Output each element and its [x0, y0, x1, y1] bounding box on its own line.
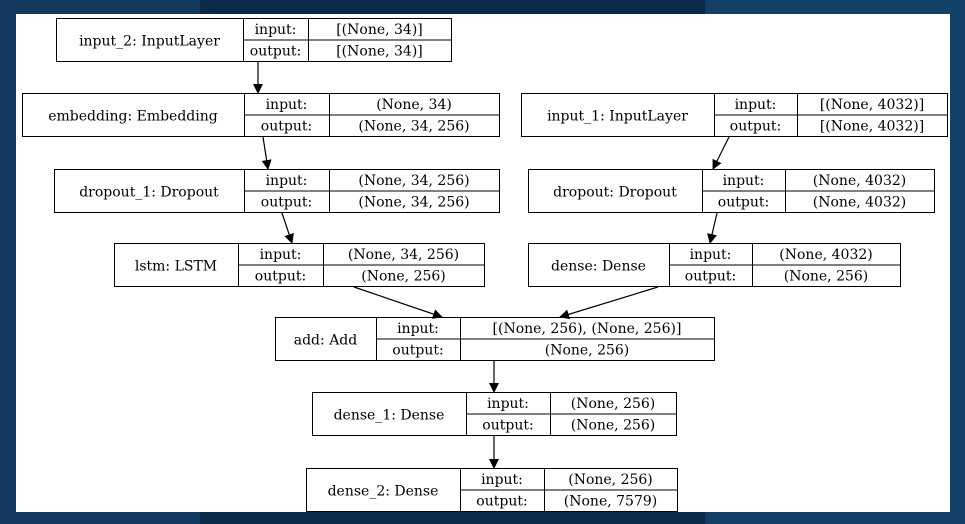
layer-node-input_1: input_1: InputLayer input: output: [(None, … — [521, 93, 948, 141]
input-shape-value: (None, 34) — [376, 97, 452, 113]
output-label: output: — [261, 194, 312, 210]
layer-node-box: dense: Dense input: output: (None, 4032) (No… — [528, 243, 901, 287]
layer-name-label: input_2: InputLayer — [79, 34, 220, 50]
input-shape-value: [(None, 34)] — [336, 22, 423, 38]
layer-node-box: dropout_1: Dropout input: output: (None, 34… — [54, 169, 500, 213]
input-label: input: — [487, 396, 529, 412]
layer-name-label: dense: Dense — [551, 259, 646, 275]
output-label: output: — [261, 118, 312, 134]
output-shape-value: (None, 256) — [545, 342, 630, 358]
output-label: output: — [482, 417, 533, 433]
layer-node-input_2: input_2: InputLayer input: output: [(None, … — [56, 18, 452, 66]
layer-node-box: embedding: Embedding input: output: (None, … — [22, 93, 500, 137]
input-label: input: — [690, 247, 732, 263]
layer-name-label: embedding: Embedding — [48, 109, 218, 125]
input-shape-value: [(None, 256), (None, 256)] — [493, 321, 682, 337]
layer-node-dense_1: dense_1: Dense input: output: (None, 256) (N… — [312, 392, 677, 440]
output-shape-value: [(None, 34)] — [336, 43, 423, 59]
output-shape-value: (None, 256) — [784, 268, 869, 284]
edge-embedding-to-dropout_1 — [261, 136, 272, 170]
edges-layer — [253, 62, 730, 469]
output-shape-value: (None, 7579) — [564, 493, 657, 509]
output-label: output: — [255, 268, 306, 284]
output-shape-value: (None, 34, 256) — [358, 194, 469, 210]
layer-node-box: dropout: Dropout input: output: (None, 4032… — [528, 169, 935, 213]
layer-node-dense: dense: Dense input: output: (None, 4032) (No… — [528, 243, 901, 291]
layer-name-label: add: Add — [294, 333, 358, 349]
input-shape-value: (None, 34, 256) — [348, 247, 459, 263]
model-diagram-canvas: input_2: InputLayer input: output: [(None, … — [16, 14, 950, 512]
layer-name-label: dense_1: Dense — [334, 408, 445, 424]
output-label: output: — [718, 194, 769, 210]
edge-dropout_1-to-lstm — [281, 212, 294, 244]
input-shape-value: [(None, 4032)] — [820, 97, 924, 113]
layer-node-box: dense_1: Dense input: output: (None, 256) (N… — [312, 392, 677, 436]
layer-node-dropout_1: dropout_1: Dropout input: output: (None, 34… — [54, 169, 500, 217]
edge-input_1-to-dropout — [712, 136, 730, 170]
output-shape-value: (None, 256) — [361, 268, 446, 284]
layer-node-dropout: dropout: Dropout input: output: (None, 4032… — [528, 169, 935, 217]
output-shape-value: (None, 34, 256) — [358, 118, 469, 134]
edge-lstm-to-add — [353, 286, 443, 319]
output-label: output: — [730, 118, 781, 134]
input-shape-value: (None, 34, 256) — [358, 173, 469, 189]
layer-name-label: dropout_1: Dropout — [79, 185, 219, 201]
input-label: input: — [481, 472, 523, 488]
layer-name-label: lstm: LSTM — [135, 259, 217, 275]
layer-node-box: dense_2: Dense input: output: (None, 256) (N… — [306, 468, 678, 512]
output-shape-value: [(None, 4032)] — [820, 118, 924, 134]
layer-node-embedding: embedding: Embedding input: output: (None, … — [22, 93, 500, 141]
layer-name-label: dropout: Dropout — [553, 185, 677, 201]
output-label: output: — [476, 493, 527, 509]
input-shape-value: (None, 256) — [571, 396, 656, 412]
input-label: input: — [255, 22, 297, 38]
layer-node-box: add: Add input: output: [(None, 256), (None… — [275, 317, 715, 361]
output-shape-value: (None, 256) — [571, 417, 656, 433]
layer-node-box: input_1: InputLayer input: output: [(None, … — [521, 93, 948, 137]
input-shape-value: (None, 4032) — [779, 247, 872, 263]
output-shape-value: (None, 4032) — [813, 194, 906, 210]
layer-name-label: input_1: InputLayer — [547, 109, 688, 125]
edge-dense-to-add — [559, 286, 659, 320]
layer-node-box: input_2: InputLayer input: output: [(None, … — [56, 18, 452, 62]
layer-node-box: lstm: LSTM input: output: (None, 34, 256) (N… — [114, 243, 485, 287]
layer-node-dense_2: dense_2: Dense input: output: (None, 256) (N… — [306, 468, 678, 516]
layer-node-lstm: lstm: LSTM input: output: (None, 34, 256) (N… — [114, 243, 485, 291]
input-shape-value: (None, 256) — [568, 472, 653, 488]
input-label: input: — [397, 321, 439, 337]
input-label: input: — [723, 173, 765, 189]
input-shape-value: (None, 4032) — [813, 173, 906, 189]
layer-node-add: add: Add input: output: [(None, 256), (None… — [275, 317, 715, 365]
input-label: input: — [266, 173, 308, 189]
edge-dropout-to-dense — [707, 212, 718, 244]
output-label: output: — [685, 268, 736, 284]
layer-name-label: dense_2: Dense — [328, 484, 439, 500]
input-label: input: — [735, 97, 777, 113]
output-label: output: — [250, 43, 301, 59]
input-label: input: — [266, 97, 308, 113]
input-label: input: — [260, 247, 302, 263]
output-label: output: — [392, 342, 443, 358]
